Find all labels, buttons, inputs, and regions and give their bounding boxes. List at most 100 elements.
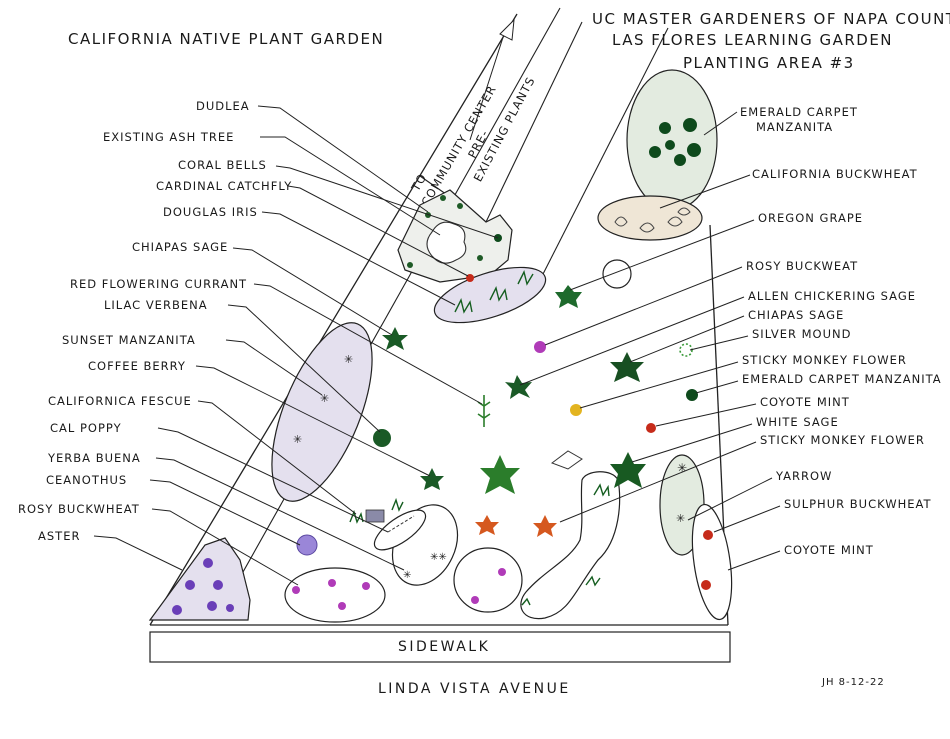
plant-allen-chickering-sage bbox=[505, 375, 532, 399]
label-rosy-buckweat: ROSY BUCKWEAT bbox=[746, 259, 858, 273]
plant-symbols: ✳ ✳ ✳ ✳ ✳ bbox=[172, 118, 713, 615]
label-ceanothus: CEANOTHUS bbox=[46, 473, 127, 487]
plant-orange-flower bbox=[475, 515, 499, 535]
plant-ca-buckwheat bbox=[677, 207, 691, 216]
label-californica-fescue: CALIFORNICA FESCUE bbox=[48, 394, 192, 408]
plant-emerald-carpet bbox=[674, 154, 686, 166]
bed-sticky-monkey bbox=[520, 471, 621, 620]
label-yerba-buena: YERBA BUENA bbox=[47, 451, 141, 465]
plant-oregon-grape bbox=[555, 285, 582, 308]
plant-rosy-buckwheat-bed bbox=[338, 602, 346, 610]
label-aster: ASTER bbox=[38, 529, 80, 543]
plant-catchfly-leaf bbox=[407, 262, 413, 268]
plant-red-flowering-currant bbox=[477, 395, 491, 427]
org-title: UC MASTER GARDENERS OF NAPA COUNTY bbox=[592, 10, 950, 28]
signature: JH 8-12-22 bbox=[821, 677, 885, 688]
label-coffee-berry: COFFEE BERRY bbox=[88, 359, 186, 373]
plant-sticky-monkey-small bbox=[570, 404, 582, 416]
plant-white-sage-star: ✳ bbox=[676, 512, 685, 525]
plant-dudlea bbox=[440, 195, 446, 201]
plant-coffee-berry-small bbox=[420, 468, 444, 490]
plant-manzanita-star: ✳ bbox=[293, 433, 302, 446]
plant-manzanita-star: ✳ bbox=[320, 392, 329, 405]
label-white-sage: WHITE SAGE bbox=[756, 415, 839, 429]
plant-emerald-carpet bbox=[687, 143, 701, 157]
plant-grass bbox=[521, 597, 531, 606]
plant-orange-flower bbox=[533, 515, 557, 537]
plant-emerald-carpet bbox=[649, 146, 661, 158]
sidewalk: SIDEWALK bbox=[149, 631, 731, 663]
plant-emerald-carpet bbox=[683, 118, 697, 132]
garden-subtitle: LAS FLORES LEARNING GARDEN bbox=[612, 31, 893, 49]
label-allen-chickering-sage: ALLEN CHICKERING SAGE bbox=[748, 289, 916, 303]
plant-rosy-buckwheat-bed bbox=[362, 582, 370, 590]
sidewalk-label: SIDEWALK bbox=[398, 639, 490, 655]
plant-grass bbox=[593, 483, 610, 497]
plant-catchfly-leaf bbox=[477, 255, 483, 261]
plant-aster bbox=[203, 558, 213, 568]
label-douglas-iris: DOUGLAS IRIS bbox=[163, 205, 258, 219]
label-coral-bells: CORAL BELLS bbox=[178, 158, 267, 172]
plant-ca-buckwheat bbox=[614, 216, 628, 227]
label-rosy-buckwheat: ROSY BUCKWHEAT bbox=[18, 502, 140, 516]
plant-ca-buckwheat bbox=[639, 222, 655, 233]
plant-grass bbox=[585, 575, 601, 587]
label-coyote-mint: COYOTE MINT bbox=[760, 395, 850, 409]
plant-rosy-buckwheat bbox=[534, 341, 546, 353]
label-chiapas-sage-right: CHIAPAS SAGE bbox=[748, 308, 844, 322]
label-sticky-monkey-flower-2: STICKY MONKEY FLOWER bbox=[760, 433, 925, 447]
label-cal-poppy: CAL POPPY bbox=[50, 421, 122, 435]
label-chiapas-sage: CHIAPAS SAGE bbox=[132, 240, 228, 254]
label-sulphur-buckwheat: SULPHUR BUCKWHEAT bbox=[784, 497, 932, 511]
label-california-buckwheat: CALIFORNIA BUCKWHEAT bbox=[752, 167, 918, 181]
bed-coffee-berry-low bbox=[453, 547, 523, 613]
plant-magenta-flower bbox=[498, 568, 506, 576]
label-red-flowering-currant: RED FLOWERING CURRANT bbox=[70, 277, 247, 291]
plant-aster bbox=[172, 605, 182, 615]
plant-sulphur-buckwheat bbox=[703, 530, 713, 540]
plant-rosy-buckwheat-bed bbox=[328, 579, 336, 587]
bed-aster bbox=[148, 537, 251, 621]
plant-coffee-berry bbox=[373, 429, 391, 447]
garden-outline bbox=[149, 7, 729, 626]
bed-emerald-carpet-top bbox=[626, 69, 718, 211]
plant-shrub-large bbox=[480, 455, 520, 494]
plant-magenta-flower bbox=[471, 596, 479, 604]
label-lilac-verbena: LILAC VERBENA bbox=[104, 298, 208, 312]
label-silver-mound: SILVER MOUND bbox=[752, 327, 851, 341]
left-label-group: DUDLEA EXISTING ASH TREE CORAL BELLS CAR… bbox=[18, 99, 499, 586]
plant-rosy-buckwheat-bed bbox=[292, 586, 300, 594]
bed-oregon-grape bbox=[602, 259, 632, 289]
plant-emerald-carpet bbox=[659, 122, 671, 134]
bed-sunset-manzanita bbox=[271, 322, 373, 502]
plant-aster bbox=[207, 601, 217, 611]
label-sticky-monkey-flower: STICKY MONKEY FLOWER bbox=[742, 353, 907, 367]
planting-area-title: PLANTING AREA #3 bbox=[683, 54, 855, 72]
plant-yerba-buena: ✳✳ bbox=[430, 552, 447, 563]
plant-ceanothus bbox=[296, 534, 318, 556]
plant-yerba-buena: ✳ bbox=[403, 570, 411, 581]
plant-chiapas-sage-right bbox=[610, 352, 644, 382]
label-emerald-carpet: EMERALD CARPET bbox=[740, 105, 858, 119]
plant-coyote-mint-small bbox=[646, 423, 656, 433]
plant-emerald-carpet-small bbox=[686, 389, 698, 401]
bed-iris bbox=[433, 266, 547, 324]
label-manzanita: MANZANITA bbox=[756, 120, 833, 134]
label-dudlea: DUDLEA bbox=[196, 99, 250, 113]
plant-douglas-iris bbox=[454, 269, 534, 314]
plant-dudlea bbox=[457, 203, 463, 209]
label-cardinal-catchfly: CARDINAL CATCHFLY bbox=[156, 179, 292, 193]
label-oregon-grape: OREGON GRAPE bbox=[758, 211, 863, 225]
garden-title: CALIFORNIA NATIVE PLANT GARDEN bbox=[68, 30, 384, 48]
plant-ca-buckwheat bbox=[667, 216, 683, 227]
label-emerald-carpet-manzanita: EMERALD CARPET MANZANITA bbox=[742, 372, 942, 386]
label-sunset-manzanita: SUNSET MANZANITA bbox=[62, 333, 196, 347]
plant-yarrow-icon: ✳ bbox=[677, 461, 687, 475]
bed-california-buckwheat bbox=[597, 195, 703, 241]
plant-coyote-mint bbox=[701, 580, 711, 590]
bed-coyote-mint bbox=[691, 503, 733, 621]
plant-emerald-carpet bbox=[665, 140, 675, 150]
plant-rock bbox=[365, 509, 385, 523]
